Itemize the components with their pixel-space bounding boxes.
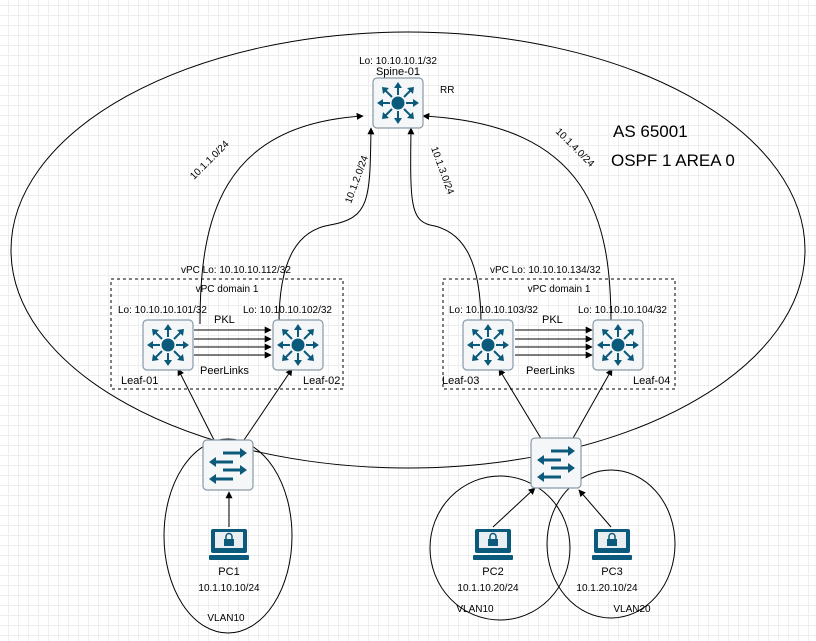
link-label-4: 10.1.4.0/24 — [553, 126, 596, 169]
pc3-icon[interactable] — [591, 528, 633, 561]
leaf-02-name: Leaf-02 — [303, 375, 340, 387]
spine-name-label: Spine-01 — [376, 66, 420, 78]
pc2-ip: 10.1.10.20/24 — [457, 583, 519, 594]
pc3-ip: 10.1.20.10/24 — [576, 583, 638, 594]
as-boundary-ellipse — [10, 31, 806, 469]
link-pc2-switch — [492, 487, 536, 528]
leaf-01-name: Leaf-01 — [121, 375, 158, 387]
vpc-domain-box-left — [110, 278, 344, 390]
peer-links-left — [194, 326, 272, 359]
vpc-domain-title-left: vPC domain 1 — [196, 284, 259, 295]
peerlinks-label-left: PeerLinks — [200, 365, 249, 377]
vlan10-ellipse-left — [163, 438, 293, 634]
vlan20-ellipse — [546, 469, 676, 619]
leaf-03-loopback: Lo: 10.10.10.103/32 — [449, 305, 538, 316]
link-leaf04-spine — [422, 112, 612, 325]
leaf-04-name: Leaf-04 — [633, 375, 670, 387]
pc1-icon[interactable] — [208, 528, 250, 561]
spine-01-switch-icon[interactable] — [372, 77, 424, 129]
spine-loopback-label: Lo: 10.10.10.1/32 — [359, 56, 437, 67]
access-switch-1-icon[interactable] — [201, 438, 255, 492]
link-acc2-leaf03 — [498, 368, 543, 441]
link-leaf01-spine — [199, 112, 364, 325]
pc1-ip: 10.1.10.10/24 — [198, 583, 260, 594]
pc1-vlan: VLAN10 — [207, 613, 245, 624]
pc3-name: PC3 — [601, 566, 622, 578]
vpc-domain-box-right — [442, 278, 676, 390]
vlan10-ellipse-right — [429, 475, 571, 621]
peer-links-right — [515, 326, 593, 359]
pc1-name: PC1 — [218, 566, 239, 578]
link-label-1: 10.1.1.0/24 — [188, 139, 231, 182]
pc2-icon[interactable] — [472, 528, 514, 561]
access-switch-2-icon[interactable] — [529, 436, 583, 490]
spine-role-label: RR — [440, 85, 454, 96]
pc2-name: PC2 — [482, 566, 503, 578]
leaf-04-loopback: Lo: 10.10.10.104/32 — [578, 305, 667, 316]
leaf-03-name: Leaf-03 — [442, 375, 479, 387]
pkl-label-right: PKL — [542, 314, 563, 326]
leaf-03-switch-icon[interactable] — [462, 319, 514, 371]
link-acc1-leaf01 — [177, 368, 215, 441]
link-leaf02-spine — [278, 127, 375, 325]
leaf-01-switch-icon[interactable] — [142, 319, 194, 371]
link-label-3: 10.1.3.0/24 — [428, 145, 456, 196]
link-label-2: 10.1.2.0/24 — [343, 154, 371, 205]
ospf-label: OSPF 1 AREA 0 — [611, 151, 735, 170]
link-pc3-switch — [578, 489, 612, 528]
link-acc1-leaf02 — [243, 368, 293, 441]
peerlinks-label-right: PeerLinks — [526, 365, 575, 377]
pkl-label-left: PKL — [214, 314, 235, 326]
link-leaf03-spine — [407, 127, 482, 325]
vpc-lo-left: vPC Lo: 10.10.10.112/32 — [181, 265, 291, 276]
leaf-02-loopback: Lo: 10.10.10.102/32 — [243, 305, 332, 316]
link-acc2-leaf04 — [571, 368, 613, 441]
pc3-vlan: VLAN20 — [613, 604, 651, 615]
leaf-02-switch-icon[interactable] — [272, 319, 324, 371]
as-label: AS 65001 — [613, 122, 688, 141]
leaf-04-switch-icon[interactable] — [592, 319, 644, 371]
pc2-vlan: VLAN10 — [456, 604, 494, 615]
vpc-lo-right: vPC Lo: 10.10.10.134/32 — [490, 265, 601, 276]
vpc-domain-title-right: vPC domain 1 — [528, 284, 591, 295]
leaf-01-loopback: Lo: 10.10.10.101/32 — [118, 305, 207, 316]
